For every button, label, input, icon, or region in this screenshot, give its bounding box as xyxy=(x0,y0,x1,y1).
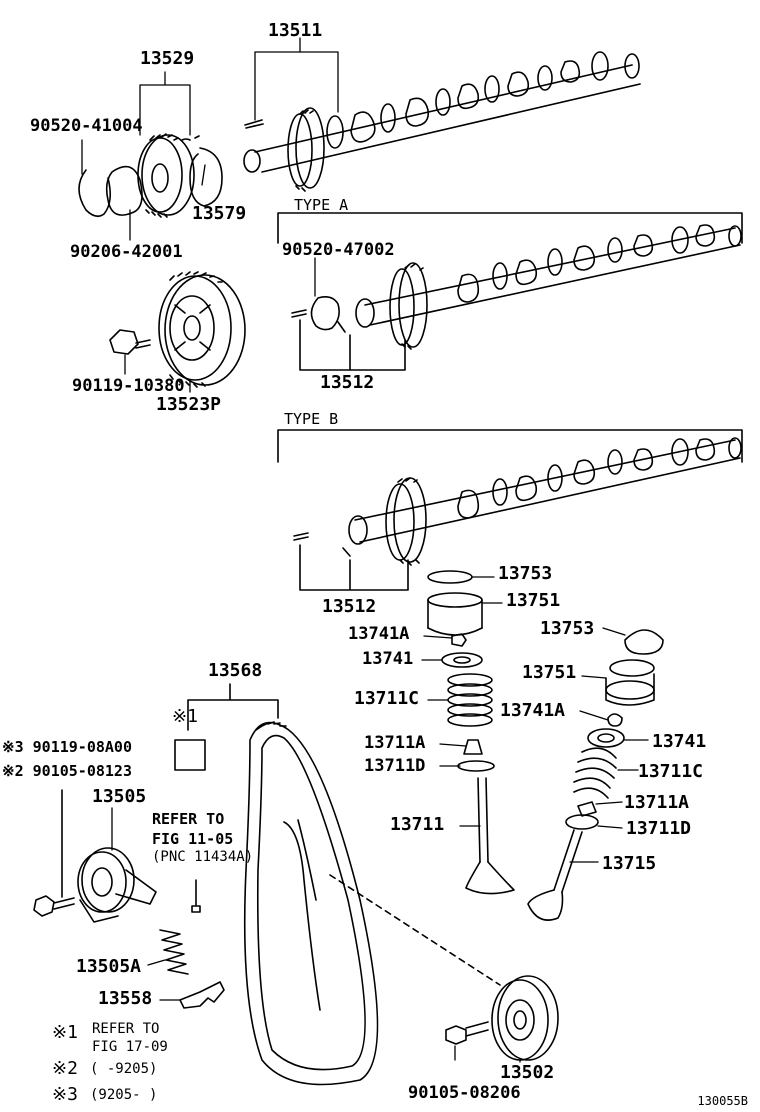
snap-ring-13579 xyxy=(189,147,223,207)
part-13711a-a: 13711A xyxy=(364,733,426,753)
bolt-90119-08a00 xyxy=(33,895,75,917)
seat-13711d-a xyxy=(457,760,495,772)
type-a-heading: TYPE A xyxy=(294,196,349,214)
sprocket-13529 xyxy=(137,133,195,218)
snap-ring-90520-41004 xyxy=(78,169,112,218)
valve-13711 xyxy=(465,777,515,895)
lifter-13751-b xyxy=(605,659,655,706)
spring-13711c-a xyxy=(447,673,493,727)
timing-belt-13568 xyxy=(243,721,379,1086)
tensioner-13505 xyxy=(77,847,157,923)
part-13512-type-a: 13512 xyxy=(320,372,375,393)
part-13751-b: 13751 xyxy=(522,662,577,683)
camshaft-13511 xyxy=(243,51,641,192)
part-13753-a: 13753 xyxy=(498,563,553,584)
part-90105-08123: ※2 90105-08123 xyxy=(2,762,132,780)
bracket-type-a xyxy=(277,212,743,244)
sheet-id: 130055B xyxy=(697,1094,748,1108)
part-13523p: 13523P xyxy=(156,394,222,415)
part-13529: 13529 xyxy=(140,48,195,69)
part-13568: 13568 xyxy=(208,660,263,681)
bolt-90105-08206 xyxy=(445,1021,489,1045)
retainer-13741-a xyxy=(441,652,483,668)
seat-13711d-b xyxy=(565,814,599,830)
type-b-heading: TYPE B xyxy=(284,410,339,428)
note-2-text: ( -9205) xyxy=(90,1061,158,1077)
part-13558: 13558 xyxy=(98,988,153,1009)
leader-13568 xyxy=(187,683,279,731)
part-90206-42001: 90206-42001 xyxy=(70,242,183,262)
part-13711d-a: 13711D xyxy=(364,756,426,776)
spring-90206-42001 xyxy=(105,165,143,216)
idler-13502 xyxy=(491,975,559,1061)
part-13711c-b: 13711C xyxy=(638,761,704,782)
leader-13512-a xyxy=(299,319,406,371)
part-13741a-b: 13741A xyxy=(500,700,566,721)
part-13715: 13715 xyxy=(602,853,657,874)
part-13511: 13511 xyxy=(268,20,323,41)
part-13711d-b: 13711D xyxy=(626,818,692,839)
part-13741-b: 13741 xyxy=(652,731,707,752)
leader-13512-b xyxy=(299,544,409,591)
part-13741a-a: 13741A xyxy=(348,624,410,644)
snap-ring-90520-47002 xyxy=(310,296,340,331)
note-1-text-a: REFER TO xyxy=(92,1021,160,1037)
part-90520-41004: 90520-41004 xyxy=(30,116,143,136)
part-13751-a: 13751 xyxy=(506,590,561,611)
bolt-90119-10380 xyxy=(109,329,151,355)
part-13711: 13711 xyxy=(390,814,445,835)
bracket-13558 xyxy=(179,981,225,1009)
label-sticker xyxy=(174,739,206,771)
note-2-mark: ※2 xyxy=(52,1058,78,1079)
part-13753-b: 13753 xyxy=(540,618,595,639)
part-13512-type-b: 13512 xyxy=(322,596,377,617)
keeper-13741a-b xyxy=(607,713,623,727)
seal-13711a-a xyxy=(463,739,483,755)
valve-13715 xyxy=(527,829,583,921)
refer-to-line2: FIG 11-05 xyxy=(152,830,234,848)
shim-13753-b xyxy=(624,629,664,655)
seal-13711a-b xyxy=(577,801,597,817)
part-13505a: 13505A xyxy=(76,956,142,977)
part-13579: 13579 xyxy=(192,203,247,224)
mark-1-top: ※1 xyxy=(172,706,198,727)
note-1-mark: ※1 xyxy=(52,1022,78,1043)
retainer-13741-b xyxy=(587,728,625,748)
part-13505: 13505 xyxy=(92,786,147,807)
note-3-mark: ※3 xyxy=(52,1084,78,1105)
spring-13505a xyxy=(159,929,189,975)
camshaft-type-a xyxy=(355,224,742,350)
note-1-text-b: FIG 17-09 xyxy=(92,1039,168,1055)
refer-to-line3: (PNC 11434A) xyxy=(152,849,254,865)
camshaft-type-b xyxy=(348,437,742,566)
part-90520-47002: 90520-47002 xyxy=(282,240,395,260)
shim-13753-a xyxy=(427,570,473,584)
spring-13711c-b xyxy=(573,747,617,799)
part-13711a-b: 13711A xyxy=(624,792,690,813)
note-3-text: (9205- ) xyxy=(90,1087,158,1103)
lifter-13751-a xyxy=(427,592,483,636)
timing-pulley-13523p xyxy=(158,271,246,388)
part-13711c-a: 13711C xyxy=(354,688,420,709)
part-90119-08a00: ※3 90119-08A00 xyxy=(2,738,132,756)
refer-to-line1: REFER TO xyxy=(152,810,225,828)
part-90119-10380: 90119-10380 xyxy=(72,376,185,396)
leader-lines xyxy=(81,37,649,1063)
keeper-13741a-a xyxy=(451,633,467,647)
part-90105-08206: 90105-08206 xyxy=(408,1083,521,1103)
part-13741-a: 13741 xyxy=(362,649,414,669)
part-13502: 13502 xyxy=(500,1062,555,1083)
bracket-type-b xyxy=(277,429,743,463)
